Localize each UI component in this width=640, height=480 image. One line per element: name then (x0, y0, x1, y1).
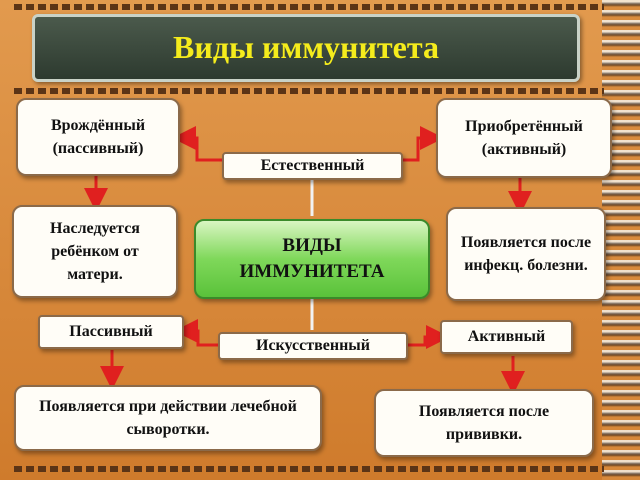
box-vaccine: Появляется после прививки. (374, 389, 594, 457)
bottom-border (14, 466, 604, 472)
label-center: ВИДЫ ИММУНИТЕТА (239, 235, 385, 282)
arrow-natural-to-innate (172, 126, 222, 162)
box-serum: Появляется при действии лечебной сыворот… (14, 385, 322, 451)
box-artificial: Искусственный (218, 332, 408, 360)
box-acquired: Приобретённый (активный) (436, 98, 612, 178)
box-active: Активный (440, 320, 573, 354)
title-underline (14, 88, 604, 94)
label-active: Активный (467, 328, 546, 346)
label-innate: Врождённый (пассивный) (50, 116, 146, 157)
notebook-spiral (602, 0, 640, 480)
box-inherited: Наследуется ребёнком от матери. (12, 205, 178, 298)
label-inherited: Наследуется ребёнком от матери. (50, 219, 140, 284)
box-innate: Врождённый (пассивный) (16, 98, 180, 176)
label-serum: Появляется при действии лечебной сыворот… (39, 397, 297, 438)
arrow-artificial-to-active (408, 325, 450, 349)
box-after-disease: Появляется после инфекц. болезни. (446, 207, 606, 301)
label-after-disease: Появляется после инфекц. болезни. (460, 233, 592, 274)
label-vaccine: Появляется после прививки. (418, 402, 550, 443)
center-node: ВИДЫ ИММУНИТЕТА (194, 219, 430, 299)
arrow-artificial-to-passive (174, 319, 218, 347)
label-artificial: Искусственный (256, 337, 370, 355)
label-passive: Пассивный (69, 323, 153, 341)
page-title: Виды иммунитета (173, 29, 439, 65)
box-passive: Пассивный (38, 315, 184, 349)
label-natural: Естественный (260, 157, 365, 175)
top-border (14, 4, 604, 10)
label-acquired: Приобретённый (активный) (465, 117, 583, 158)
box-natural: Естественный (222, 152, 403, 180)
title-panel: Виды иммунитета (32, 14, 580, 82)
arrow-natural-to-acquired (403, 126, 444, 162)
